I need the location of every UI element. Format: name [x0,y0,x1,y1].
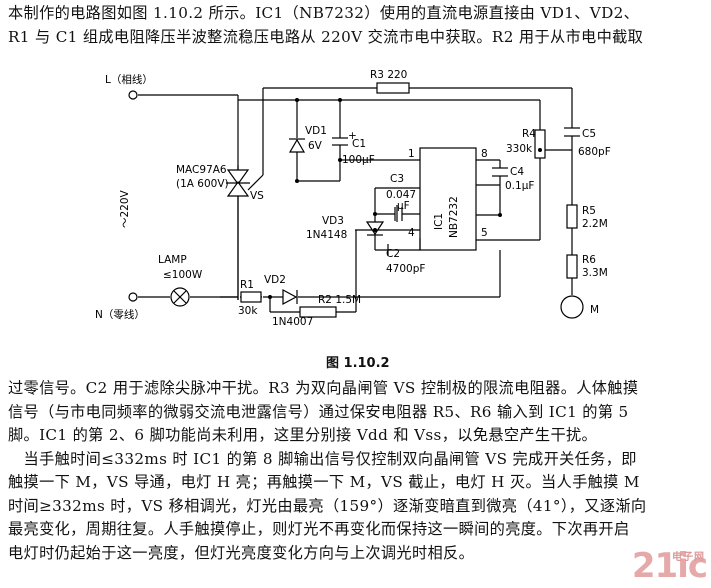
watermark-logo: 21ic 电子网 [631,546,708,586]
label-lamp-v: ≤100W [163,269,203,281]
label-IC: IC1 [433,213,445,230]
label-pin4: 4 [408,227,415,239]
text-line: 信号（与市电同频率的微弱交流电泄露信号）通过保安电阻器 R5、R6 输入到 IC… [8,402,629,421]
text-line: 本制作的电路图如图 1.10.2 所示。IC1（NB7232）使用的直流电源直接… [8,4,640,22]
label-R1-v: 30k [238,305,258,317]
components [170,82,584,319]
resistor-r1 [240,291,262,303]
intro-paragraph: 本制作的电路图如图 1.10.2 所示。IC1（NB7232）使用的直流电源直接… [8,2,708,49]
touch-plate-m [560,295,584,319]
circuit-diagram: L（相线） N（零线） ～220V R3 220 VD1 6V C1 100μF… [95,69,611,328]
text-line: 过零信号。C2 用于滤除尖脉冲干扰。R3 为双向晶闸管 VS 控制极的限流电阻器… [8,379,639,397]
description-paragraph: 过零信号。C2 用于滤除尖脉冲干扰。R3 为双向晶闸管 VS 控制极的限流电阻器… [8,377,708,565]
resistor-r6 [566,254,578,279]
resistor-r5 [566,204,578,229]
label-C4-v: 0.1μF [505,180,534,192]
label-VD3: VD3 [322,215,344,227]
text-line: 最亮变化，周期往复。人手触摸停止，则灯光不再变化而保持这一瞬间的亮度。下次再开启 [8,520,630,538]
label-C1: C1 [352,138,366,150]
label-R3: R3 220 [370,69,407,81]
label-VD1: VD1 [305,125,327,137]
label-C5-v: 680pF [578,146,611,158]
label-VD3-v: 1N4148 [306,229,347,241]
text-line: R1 与 C1 组成电阻降压半波整流稳压电路从 220V 交流市电中获取。R2 … [8,27,644,46]
label-C2: C2 [386,248,400,260]
label-VD2-v: 1N4007 [272,316,313,328]
resistor-r2 [299,306,337,318]
text-line: 当手触时间≤332ms 时 IC1 的第 8 脚输出信号仅控制双向晶闸管 VS … [8,449,637,468]
label-M: M [590,304,599,316]
label-VD1-v: 6V [308,140,323,152]
label-C4: C4 [510,166,524,178]
label-IC-part: NB7232 [448,196,460,238]
label-pin5: 5 [481,227,488,239]
label-VD2: VD2 [264,274,286,286]
label-R6: R6 [582,254,596,266]
polarity-plus: + [348,130,357,142]
label-R5-v: 2.2M [582,218,608,230]
label-R2: R2 1.5M [318,294,361,306]
label-pin8: 8 [481,148,488,160]
label-voltage: ～220V [119,189,131,228]
label-triac: MAC97A6 [176,164,227,176]
label-N: N（零线） [95,308,145,321]
label-L: L（相线） [105,73,153,86]
label-triac-r: (1A 600V) [176,178,229,190]
label-R6-v: 3.3M [582,267,608,279]
label-C3-u: μF [397,200,410,212]
text-line: 电灯时仍起始于这一亮度，但灯光亮度变化方向与上次调光时相反。 [8,543,475,562]
resistor-r4 [534,129,546,159]
figure-caption: 图 1.10.2 [326,356,390,371]
junctions [268,98,542,299]
label-lamp: LAMP [158,254,187,266]
text-line: 脚。IC1 的第 2、6 脚功能尚未利用，这里分别接 Vdd 和 Vss，以免悬… [8,426,598,444]
text-line: 触摸一下 M，VS 导通，电灯 H 亮；再触摸一下 M，VS 截止，电灯 H 灭… [8,473,640,491]
resistor-r3 [376,82,410,94]
label-VS: VS [250,190,264,202]
text-line: 时间≥332ms 时，VS 移相调光，灯光由最亮（159°）逐渐变暗直到微亮（4… [8,496,647,515]
label-R1: R1 [240,279,254,291]
watermark-text: 21ic [631,546,708,586]
symbols [173,127,580,306]
label-R5: R5 [582,205,596,217]
watermark-sub: 电子网 [672,552,705,563]
label-C2-v: 4700pF [386,263,425,275]
label-R4: R4 [522,128,536,140]
label-pin1: 1 [408,148,415,160]
label-C1-v: 100μF [342,154,375,166]
label-C3: C3 [390,173,404,185]
label-R4-v: 330k [506,143,533,155]
label-C5: C5 [582,128,596,140]
label-C3-v: 0.047 [386,189,416,201]
